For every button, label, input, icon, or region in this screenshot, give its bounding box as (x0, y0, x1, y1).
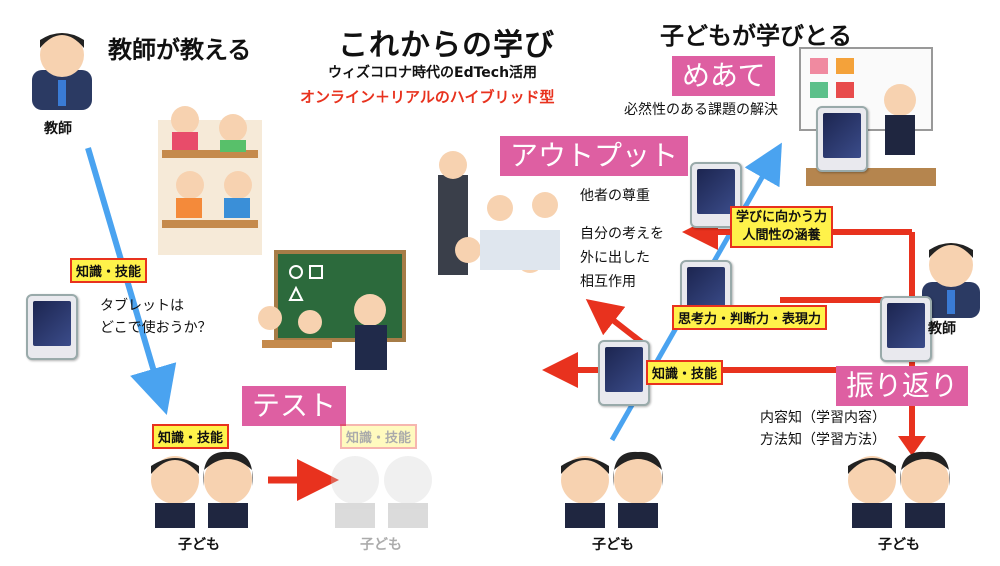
badge-knowledge-test: 知識・技能 (152, 424, 230, 449)
reflection-line1: 内容知（学習内容） (760, 410, 886, 426)
classroom-desks (158, 106, 262, 255)
left-heading: 教師が教える (108, 36, 252, 64)
output-line4: 相互作用 (580, 274, 636, 290)
badge-knowledge-left: 知識・技能 (70, 258, 148, 283)
page-subtitle: ウィズコロナ時代のEdTech活用 (328, 65, 538, 81)
tablet-icon-teacher (880, 296, 932, 362)
teacher-left-label: 教師 (44, 121, 72, 137)
badge-knowledge-right: 知識・技能 (646, 360, 724, 385)
children-center (561, 451, 663, 528)
output-label: アウトプット (500, 136, 689, 176)
page-title: これからの学び (338, 28, 555, 63)
child-label-left: 子ども (178, 537, 220, 553)
teacher-right-label: 教師 (928, 321, 956, 337)
teacher-right-figure (922, 243, 980, 318)
badge-thinking: 思考力・判断力・表現力 (672, 305, 828, 330)
reflection-line2: 方法知（学習方法） (760, 432, 886, 448)
tablet-icon-left (26, 294, 78, 360)
reflection-label: 振り返り (836, 366, 969, 406)
test-label: テスト (242, 386, 347, 426)
badge-attitude-line1: 学びに向かう力 (736, 210, 828, 225)
red-arrow-output (585, 298, 647, 348)
child-label-faded: 子ども (360, 537, 402, 553)
output-line2: 自分の考えを (580, 226, 664, 242)
tablet-question-line1: タブレットは (100, 298, 184, 314)
tablet-icon-knowledge (598, 340, 650, 406)
child-label-center: 子ども (592, 537, 634, 553)
tablet-question-line2: どこで使おうか？ (100, 320, 212, 336)
teacher-left-figure (32, 33, 92, 110)
badge-knowledge-faded: 知識・技能 (340, 424, 418, 449)
aim-description: 必然性のある課題の解決 (624, 102, 778, 118)
discussion-group (438, 151, 560, 275)
tablet-icon-aim (816, 106, 868, 172)
child-label-right: 子ども (878, 537, 920, 553)
page-tagline: オンライン＋リアルのハイブリッド型 (300, 88, 555, 106)
children-faded (331, 456, 432, 528)
aim-label: めあて (672, 56, 776, 96)
children-right (848, 451, 950, 528)
output-line3: 外に出した (580, 250, 650, 266)
blackboard-scene (258, 250, 406, 370)
children-left (151, 451, 253, 528)
badge-attitude-line2: 人間性の涵養 (742, 228, 821, 243)
badge-attitude: 学びに向かう力 人間性の涵養 (730, 206, 834, 248)
output-line1: 他者の尊重 (580, 188, 650, 204)
right-heading: 子どもが学びとる (660, 22, 852, 50)
